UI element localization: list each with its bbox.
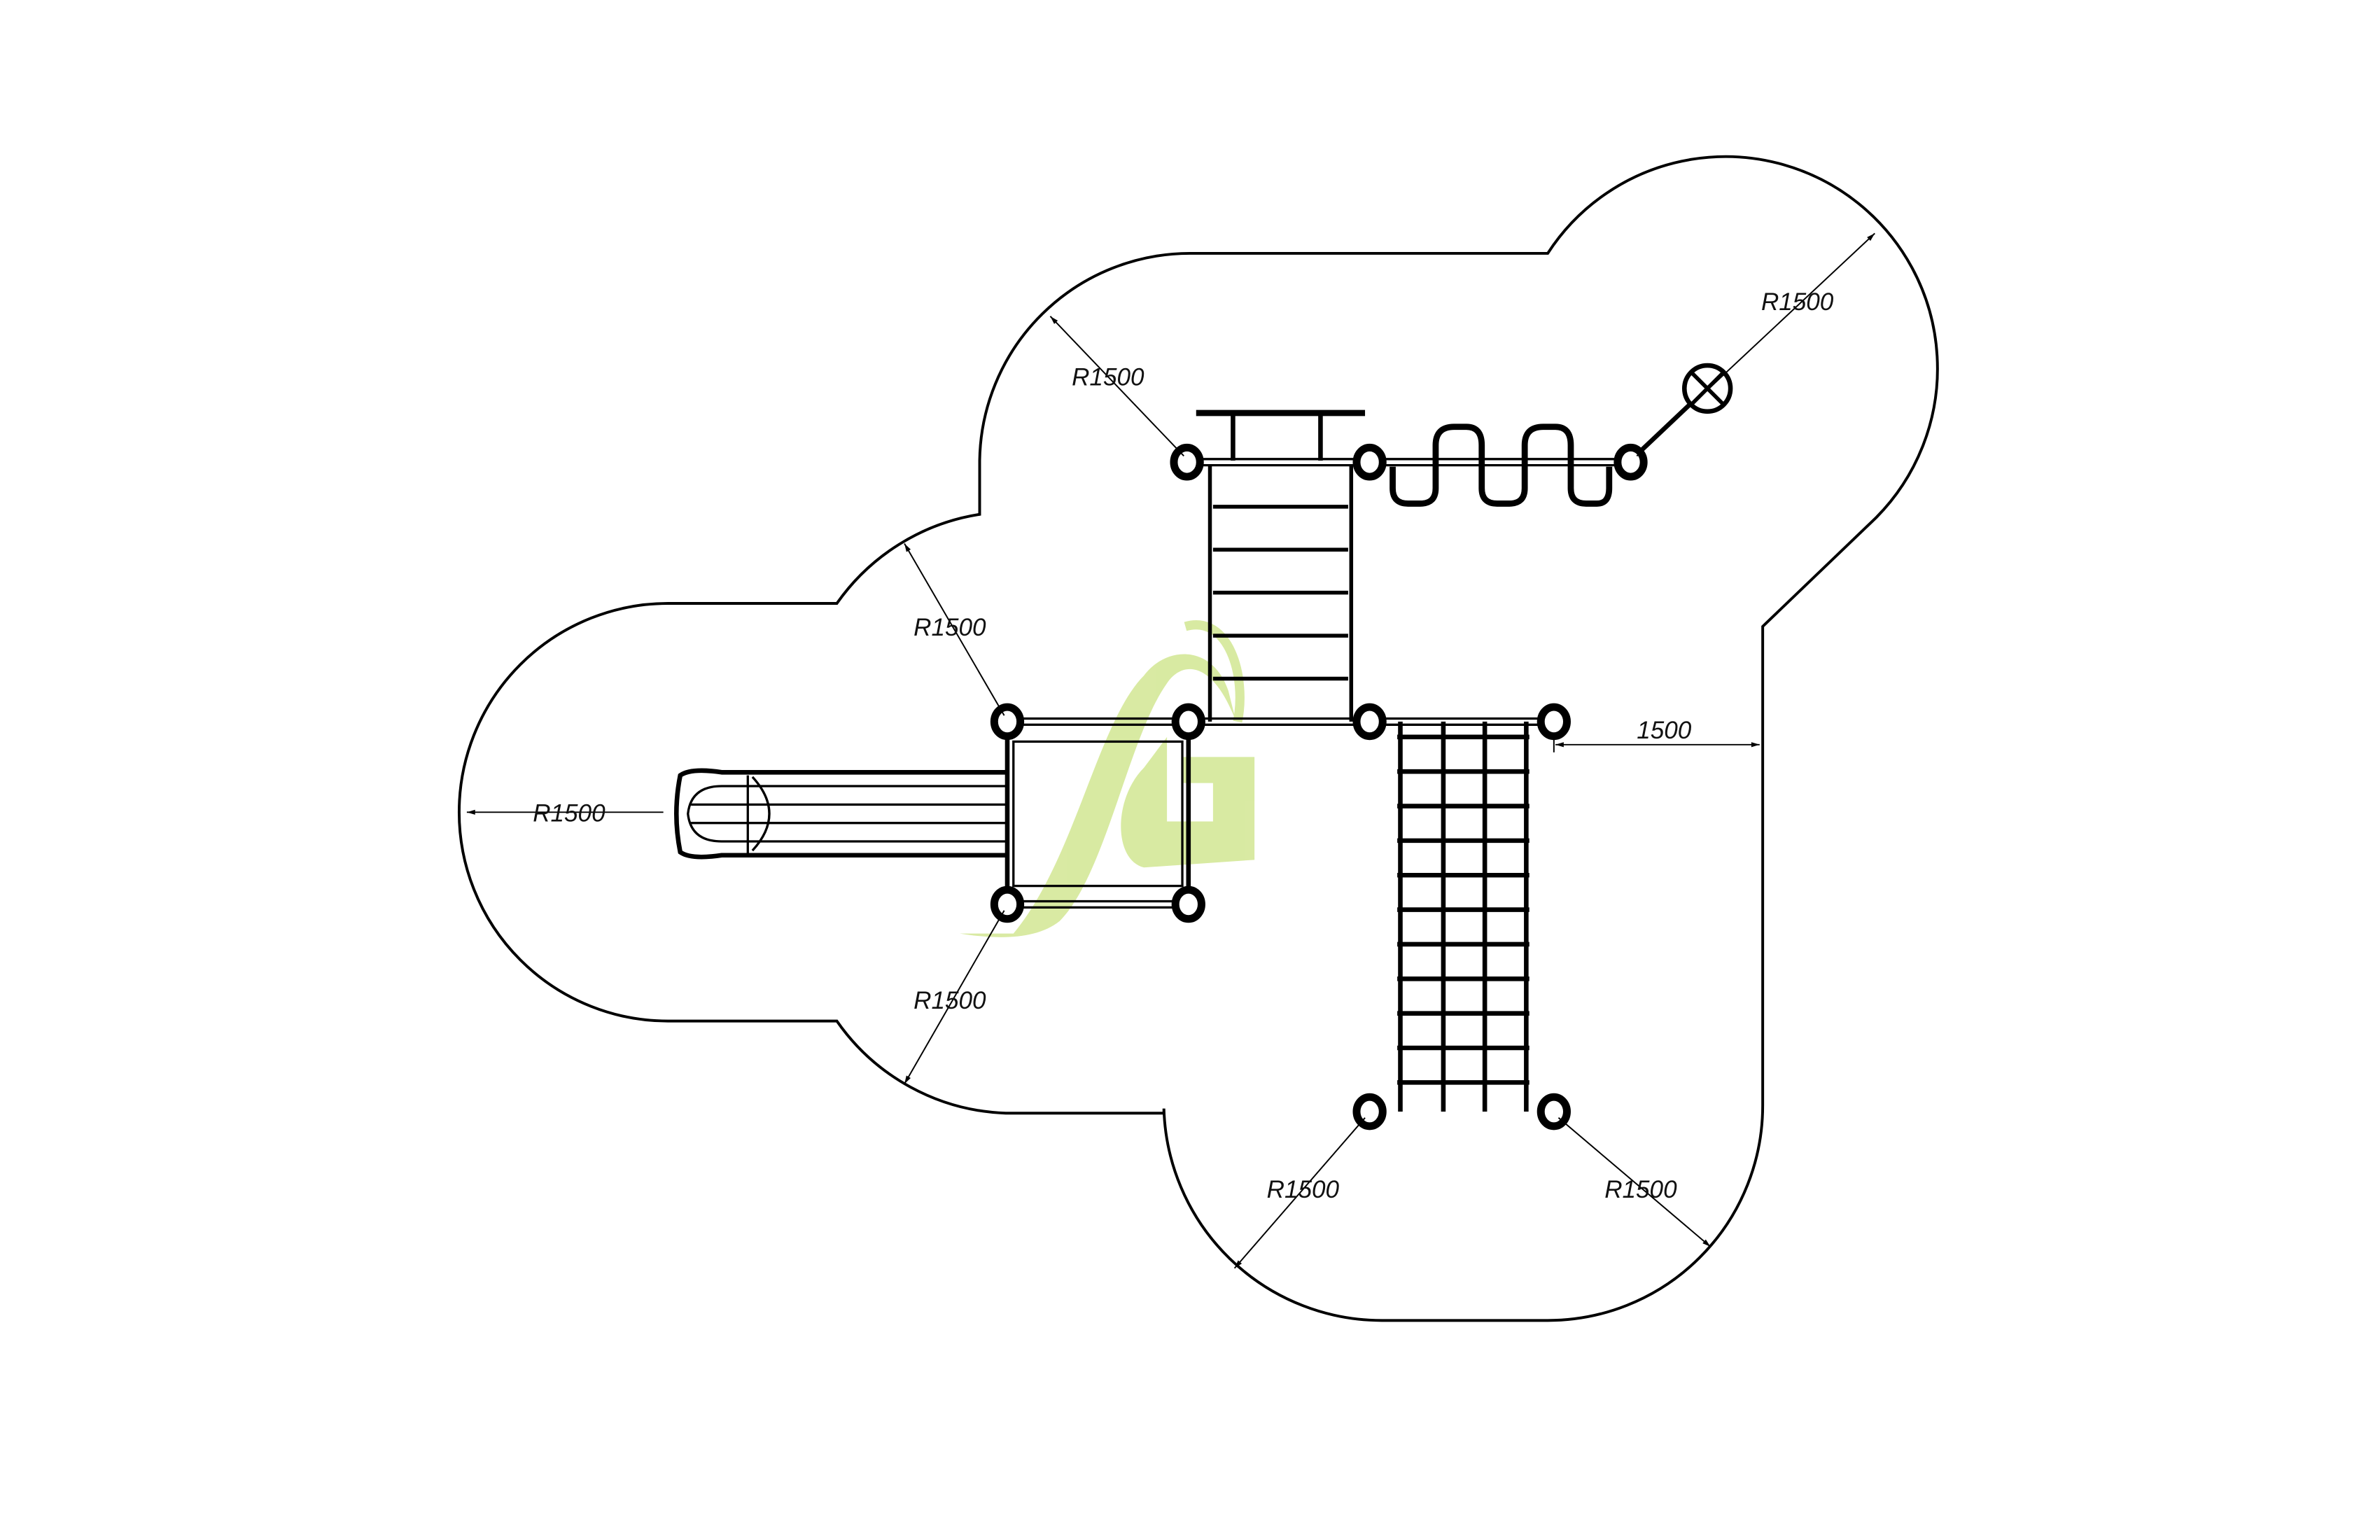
post-icon (990, 886, 1025, 923)
radius-label-mid-left: R1500 (913, 614, 986, 641)
top-rail (1186, 458, 1631, 467)
post-icon (1171, 703, 1205, 741)
clearance-label-right: 1500 (1637, 717, 1692, 744)
post-icon (1352, 703, 1387, 741)
post-icon (1614, 443, 1648, 481)
post-icon (990, 703, 1025, 741)
platform (1004, 717, 1191, 909)
sg-watermark-logo (959, 620, 1255, 937)
radius-label-bottom-right: R1500 (1604, 1176, 1677, 1203)
radius-label-top-right: R1500 (1761, 288, 1834, 316)
top-bench (1196, 410, 1366, 461)
post-icon (1171, 886, 1205, 923)
safety-zone-outline (457, 155, 1939, 1322)
dimension-leaders (466, 232, 1875, 1269)
posts (990, 443, 1648, 1130)
climbing-net (1369, 717, 1554, 1112)
radius-label-top-left: R1500 (1072, 364, 1144, 391)
wave-climber (1390, 424, 1613, 507)
slide (674, 768, 1006, 860)
steering-wheel (1632, 363, 1733, 460)
climbing-ladder (1188, 465, 1370, 726)
radius-label-bottom-left: R1500 (1267, 1176, 1340, 1203)
radius-label-far-left: R1500 (533, 799, 606, 827)
post-icon (1352, 1093, 1387, 1130)
radius-label-lower-left: R1500 (913, 987, 986, 1014)
post-icon (1536, 703, 1571, 741)
post-icon (1352, 443, 1387, 481)
post-icon (1170, 443, 1204, 481)
